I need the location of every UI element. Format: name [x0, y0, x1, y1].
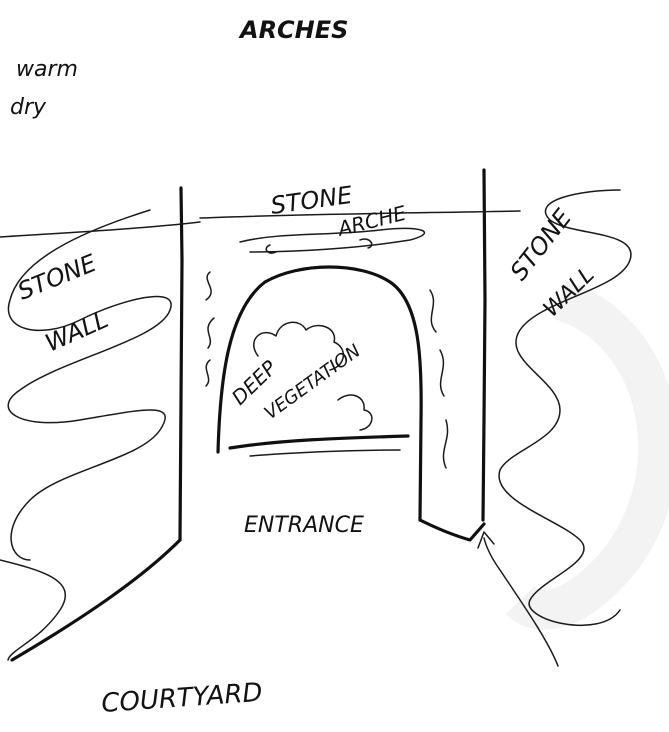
right-pillar-line — [481, 168, 487, 522]
vegetation-bush — [253, 321, 344, 371]
arch-scribble-right — [429, 289, 449, 469]
entrance-step-line — [418, 518, 486, 542]
arch-opening — [216, 265, 423, 522]
left-wall-lower-scribble — [0, 559, 67, 661]
arch-scribble-left — [205, 271, 215, 387]
top-beam-line — [0, 210, 521, 238]
left-floor-line — [10, 538, 182, 662]
vegetation-bush-2 — [337, 394, 373, 431]
watermark-ring — [505, 280, 669, 630]
courtyard-label: COURTYARD — [100, 678, 263, 719]
note-dry: dry — [10, 95, 47, 120]
title-label: ARCHES — [238, 16, 348, 44]
entrance-arrow-line — [483, 537, 559, 667]
left-pillar-line — [178, 186, 184, 542]
arch-small-loops — [265, 238, 373, 254]
entrance-arrow-head — [477, 531, 495, 549]
vegetation-ground-line-2 — [249, 449, 401, 457]
entrance-label: ENTRANCE — [244, 513, 364, 538]
left-wall-scribble — [7, 209, 172, 561]
right-wall-label-1: STONE — [505, 203, 578, 285]
vegetation-label: VEGETATION — [261, 340, 365, 424]
arch-scribble-top — [239, 227, 426, 253]
left-wall-label-2: WALL — [41, 305, 112, 357]
right-wall-scribble — [498, 189, 632, 626]
vegetation-ground-line — [228, 434, 410, 450]
left-wall-label-1: STONE — [14, 249, 101, 306]
note-warm: warm — [16, 57, 78, 82]
